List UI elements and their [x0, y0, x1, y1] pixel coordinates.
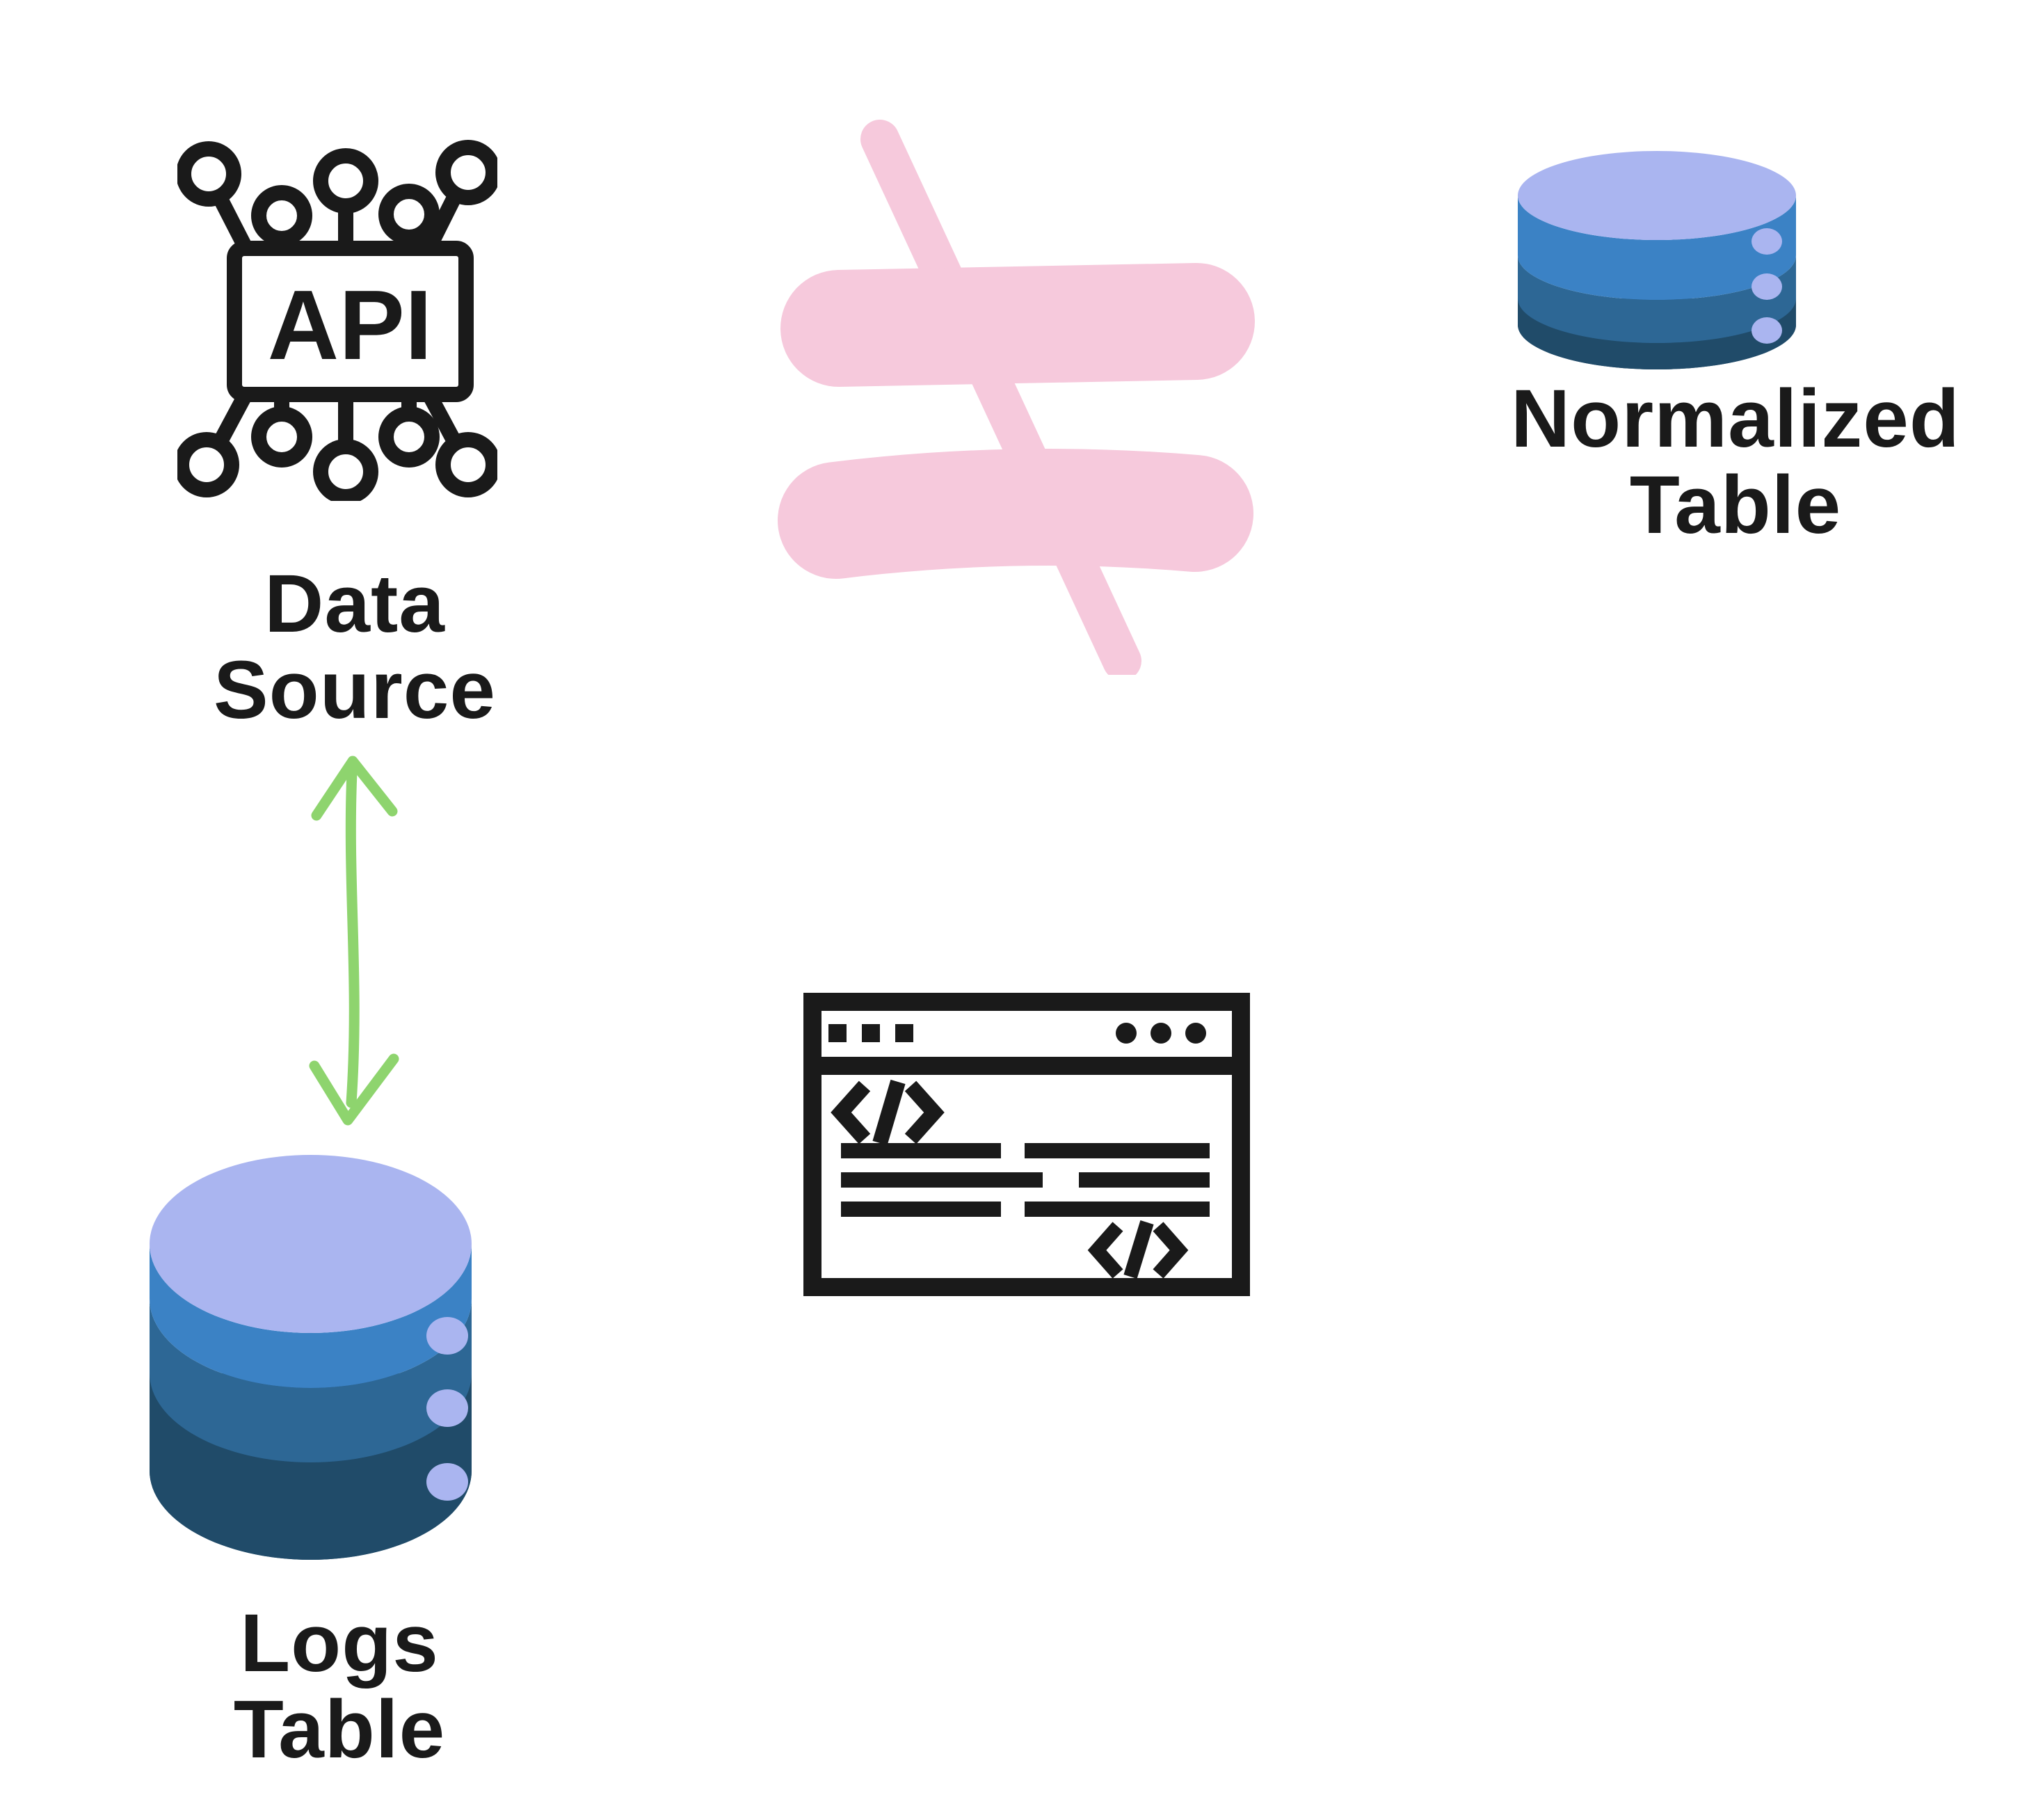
api-icon-box: [227, 241, 474, 402]
data-source-label-line2: Source: [213, 644, 497, 736]
api-network-icon: API: [177, 140, 497, 501]
logs-table-label-line1: Logs: [240, 1597, 439, 1689]
db-band-middle: [1518, 255, 1796, 343]
normalized-table-label: Normalized Table: [1457, 376, 2014, 548]
db-band-top: [1518, 195, 1796, 300]
api-icon-label: API: [268, 270, 433, 381]
not-equal-icon: [778, 120, 1255, 675]
not-equal-slash: [860, 120, 1141, 675]
db-top-ellipse: [1518, 151, 1796, 240]
logs-table-label: Logs Table: [131, 1600, 548, 1773]
code-window-titlebar-dots: [1116, 1023, 1206, 1044]
db-band-top: [150, 1244, 472, 1388]
code-window-icon: [803, 993, 1250, 1296]
data-source-label-line1: Data: [264, 558, 445, 650]
double-headed-arrow-icon: [309, 756, 399, 1126]
data-source-label: Data Source: [146, 561, 563, 733]
arrow-head-up: [311, 756, 398, 821]
arrow-head-down: [309, 1053, 399, 1126]
db-dots: [1752, 228, 1782, 344]
code-tag-top-icon: [831, 1079, 945, 1146]
code-tag-bottom-icon: [1087, 1220, 1189, 1279]
normalized-database-icon: [1518, 151, 1796, 369]
db-band-bottom-arc: [150, 1373, 472, 1560]
logs-table-label-line2: Table: [233, 1684, 446, 1775]
db-band-bottom-arc: [1518, 298, 1796, 369]
api-icon-nodes-bottom: [177, 406, 497, 501]
db-dots: [426, 1317, 468, 1501]
logs-database-icon: [150, 1155, 472, 1560]
normalized-table-label-line1: Normalized: [1510, 373, 1961, 465]
not-equal-bar-bottom: [778, 449, 1253, 579]
normalized-table-label-line2: Table: [1629, 459, 1842, 551]
arrow-shaft: [345, 767, 360, 1108]
code-window-frame: [803, 993, 1250, 1296]
code-window-titlebar-squares: [828, 1024, 913, 1042]
code-lines: [841, 1143, 1210, 1217]
db-top-ellipse: [150, 1155, 472, 1333]
not-equal-bar-top: [780, 263, 1255, 387]
api-icon-nodes-top: [177, 140, 497, 246]
db-band-middle: [150, 1299, 472, 1462]
